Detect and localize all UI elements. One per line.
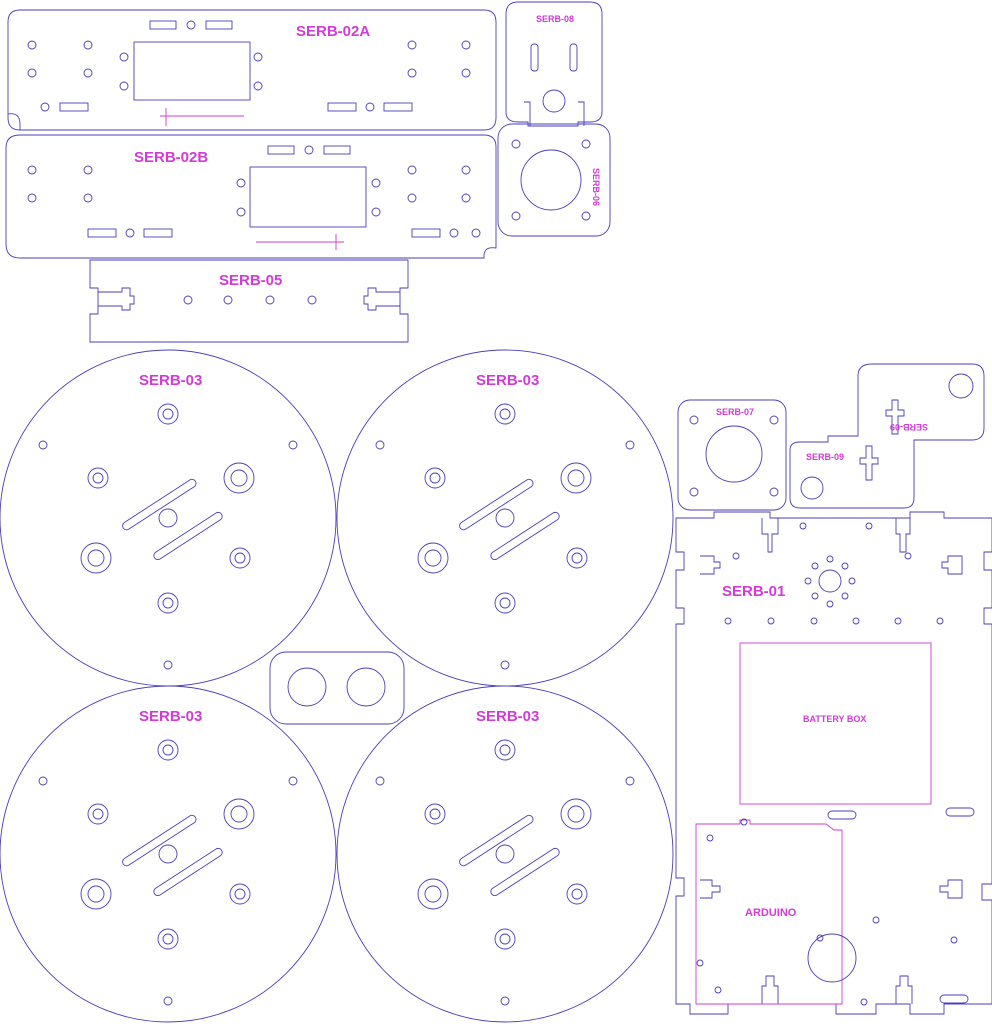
part-serb-03-bottom-left xyxy=(0,685,337,1023)
part-serb-01: BATTERY BOX ARDUINO SERB-01 xyxy=(675,511,992,1015)
label-serb-01: SERB-01 xyxy=(722,583,785,600)
part-serb-06: SERB-06 xyxy=(497,123,611,237)
label-serb-05: SERB-05 xyxy=(219,272,282,289)
label-serb-07: SERB-07 xyxy=(716,407,754,417)
part-serb-03-top-left xyxy=(0,349,337,687)
label-serb-06: SERB-06 xyxy=(591,168,601,206)
label-serb-03-top-right: SERB-03 xyxy=(476,372,539,389)
label-serb-08: SERB-08 xyxy=(536,14,574,24)
part-serb-07: SERB-07 xyxy=(677,399,787,511)
label-serb-02b: SERB-02B xyxy=(134,149,208,166)
label-serb-03-bottom-right: SERB-03 xyxy=(476,708,539,725)
part-serb-02b: SERB-02B xyxy=(5,134,497,259)
part-eye-plate xyxy=(269,651,405,725)
label-serb-09-rotated: SERB-09 xyxy=(890,422,928,432)
label-serb-03-bottom-left: SERB-03 xyxy=(139,708,202,725)
label-battery-box: BATTERY BOX xyxy=(803,714,866,724)
part-serb-03-bottom-right xyxy=(336,685,674,1023)
part-serb-05: SERB-05 xyxy=(89,259,409,343)
part-serb-09: SERB-09 SERB-09 xyxy=(789,363,985,509)
label-serb-09: SERB-09 xyxy=(806,452,844,462)
label-serb-02a: SERB-02A xyxy=(296,23,370,40)
label-serb-03-top-left: SERB-03 xyxy=(139,372,202,389)
label-arduino: ARDUINO xyxy=(745,907,797,919)
part-serb-08: SERB-08 xyxy=(505,1,603,127)
part-serb-03-top-right xyxy=(336,349,674,687)
part-serb-02a: SERB-02A xyxy=(7,9,497,131)
